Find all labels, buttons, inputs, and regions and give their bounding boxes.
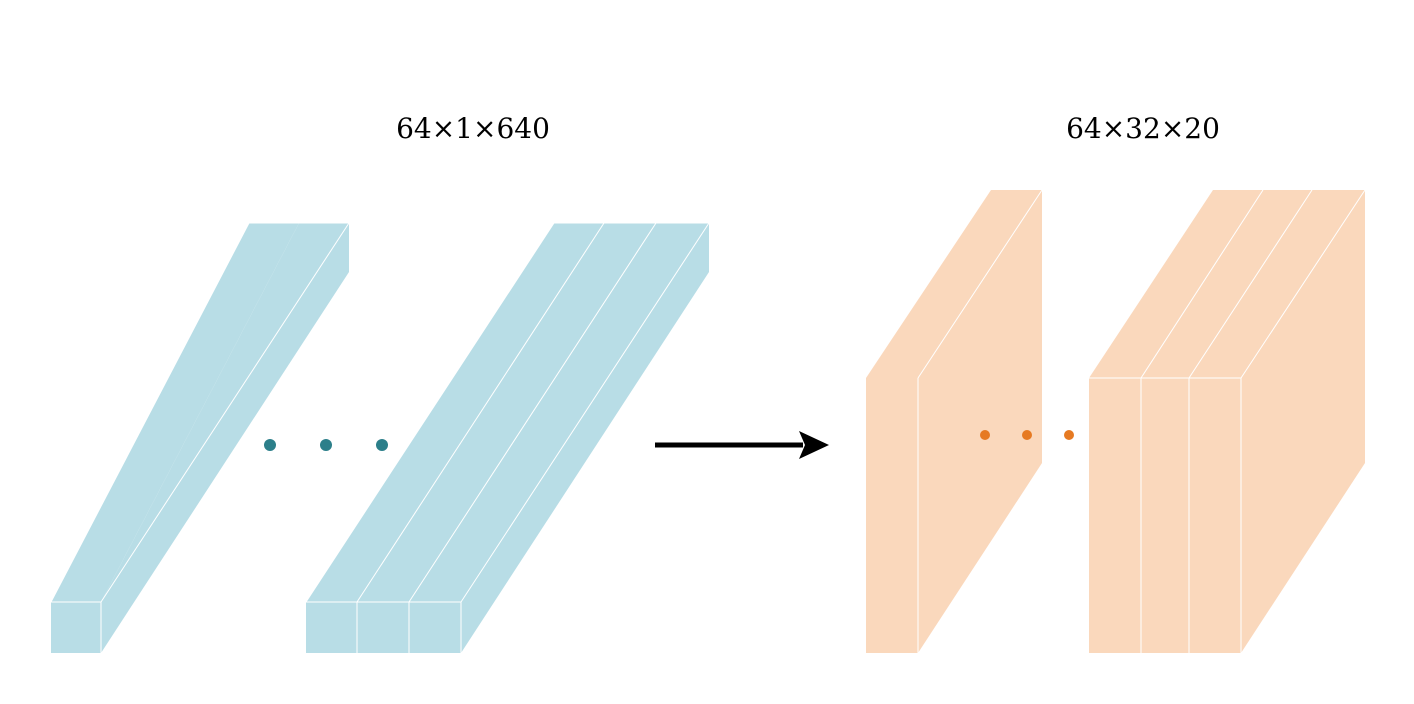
output-slab-group: [1089, 189, 1366, 653]
output-ellipsis: [980, 430, 1074, 440]
output-shape-label: 64×32×20: [1066, 112, 1220, 145]
input-bar-single: [50, 222, 350, 653]
output-slab-single: [866, 189, 1043, 653]
input-ellipsis: [264, 439, 388, 451]
reshape-arrow: [655, 431, 829, 459]
input-shape-label: 64×1×640: [396, 112, 550, 145]
input-bar-group: [305, 222, 710, 653]
